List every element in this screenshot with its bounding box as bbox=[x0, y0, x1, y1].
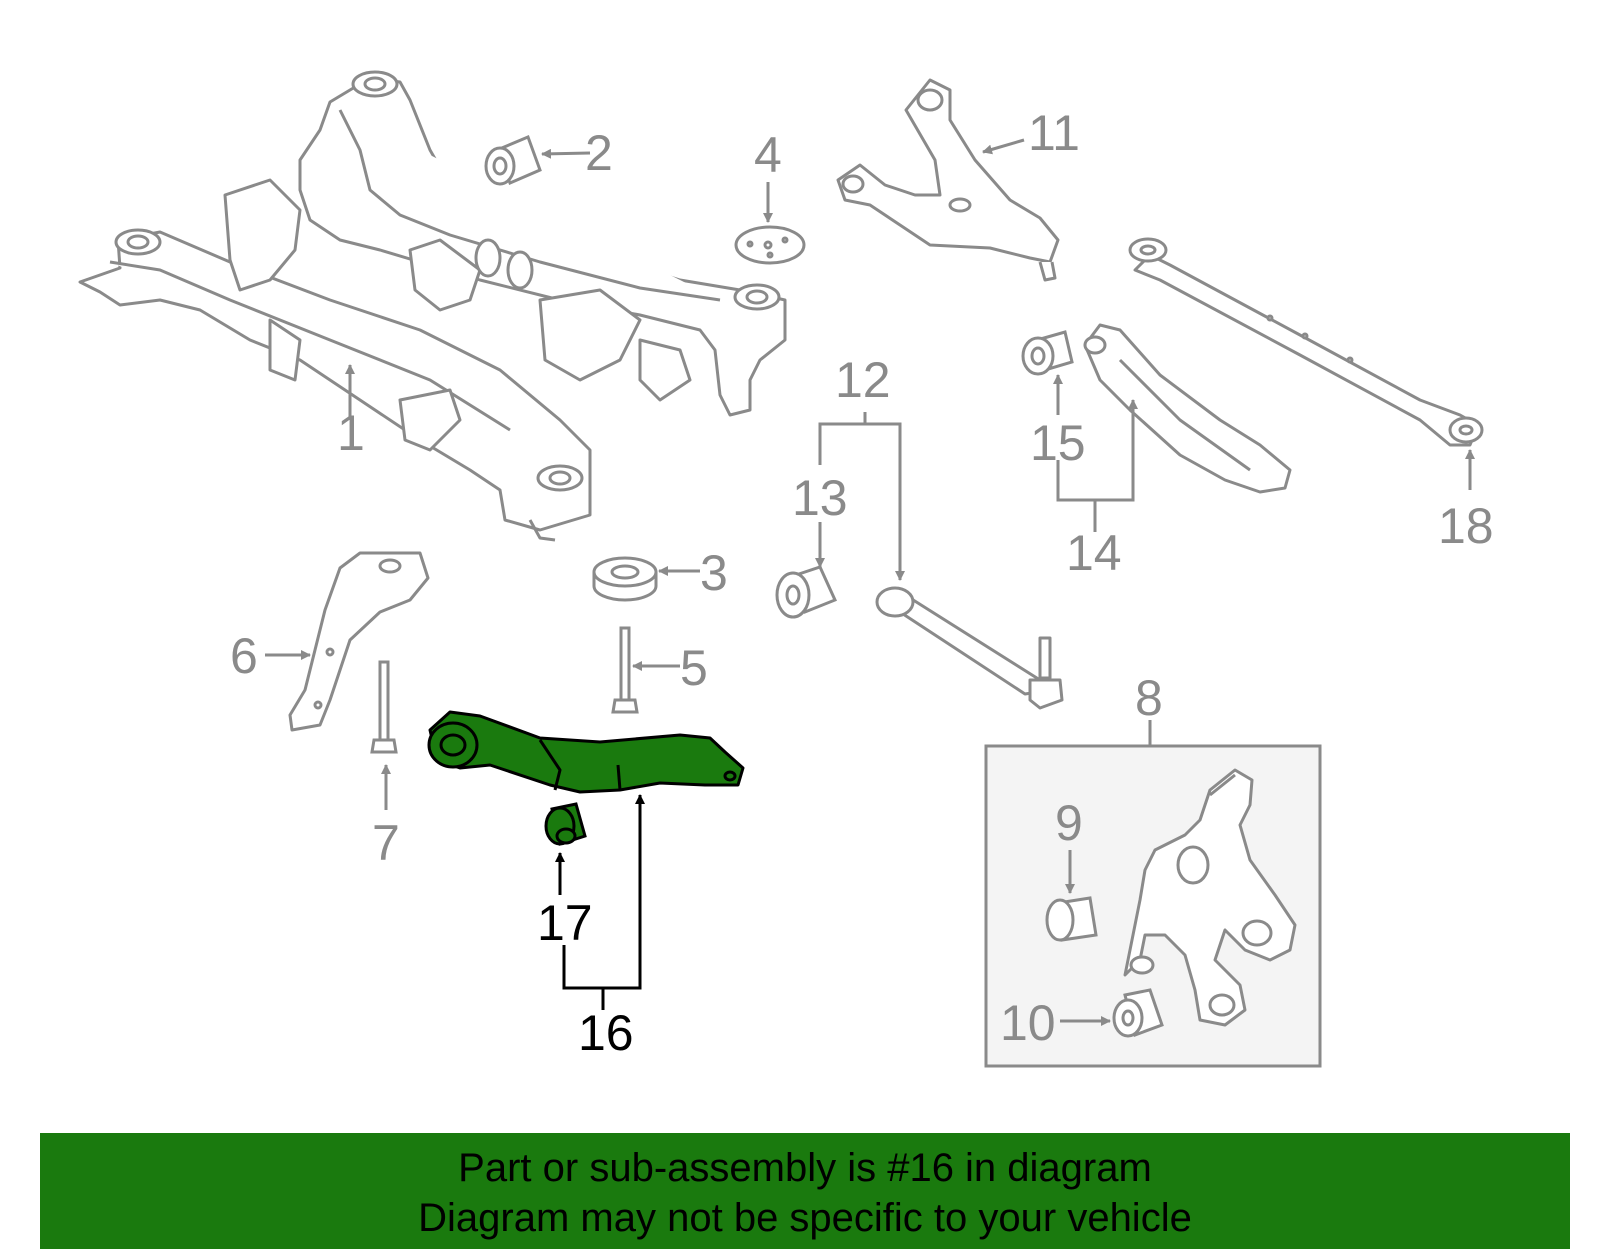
part-10-bushing bbox=[1112, 988, 1164, 1038]
part-13-bushing bbox=[775, 565, 838, 619]
callout-10: 10 bbox=[1000, 995, 1056, 1051]
part-11-upper-arm bbox=[836, 78, 1060, 282]
callout-9: 9 bbox=[1055, 795, 1083, 851]
part-3-washer bbox=[592, 556, 658, 602]
callout-4: 4 bbox=[754, 127, 782, 183]
callout-17: 17 bbox=[537, 895, 593, 951]
info-banner: Part or sub-assembly is #16 in diagram D… bbox=[40, 1133, 1570, 1249]
part-4-plate bbox=[734, 225, 806, 265]
callout-5: 5 bbox=[680, 640, 708, 696]
part-16-highlighted-arm bbox=[427, 710, 745, 794]
leader-lines-highlighted bbox=[555, 794, 645, 1010]
callout-15: 15 bbox=[1030, 415, 1086, 471]
leader-lines bbox=[265, 138, 1475, 1026]
callout-11: 11 bbox=[1028, 105, 1080, 161]
part-17-highlighted-bushing bbox=[544, 802, 587, 846]
part-12-lateral-link bbox=[875, 586, 1064, 710]
part-14-trailing-arm bbox=[1083, 323, 1292, 494]
callout-12: 12 bbox=[835, 352, 891, 408]
callout-14: 14 bbox=[1066, 525, 1122, 581]
knuckle bbox=[1123, 768, 1297, 1027]
part-18-long-link bbox=[1128, 237, 1484, 447]
part-5-bolt bbox=[611, 626, 639, 714]
callout-13: 13 bbox=[792, 470, 848, 526]
part-9-bushing bbox=[1045, 896, 1098, 942]
callout-16: 16 bbox=[578, 1005, 634, 1061]
part-7-bolt bbox=[370, 660, 398, 754]
callout-2: 2 bbox=[585, 125, 613, 181]
banner-line-2: Diagram may not be specific to your vehi… bbox=[418, 1196, 1192, 1240]
callout-18: 18 bbox=[1438, 498, 1494, 554]
part-2-bushing bbox=[484, 135, 542, 186]
callout-8: 8 bbox=[1135, 670, 1163, 726]
callout-3: 3 bbox=[700, 545, 728, 601]
part-8-inset bbox=[984, 744, 1322, 1068]
callout-6: 6 bbox=[230, 628, 258, 684]
callout-1: 1 bbox=[337, 405, 365, 461]
part-1-subframe bbox=[78, 70, 787, 542]
banner-line-1: Part or sub-assembly is #16 in diagram bbox=[458, 1146, 1152, 1190]
part-6-bracket bbox=[288, 551, 430, 732]
exploded-parts-diagram: 1 2 3 4 5 6 7 8 9 10 11 12 13 14 15 16 1… bbox=[78, 70, 1494, 1068]
callout-7: 7 bbox=[372, 815, 400, 871]
part-15-bushing bbox=[1021, 330, 1074, 376]
callout-labels: 1 2 3 4 5 6 7 8 9 10 11 12 13 14 15 16 1… bbox=[230, 105, 1494, 1061]
